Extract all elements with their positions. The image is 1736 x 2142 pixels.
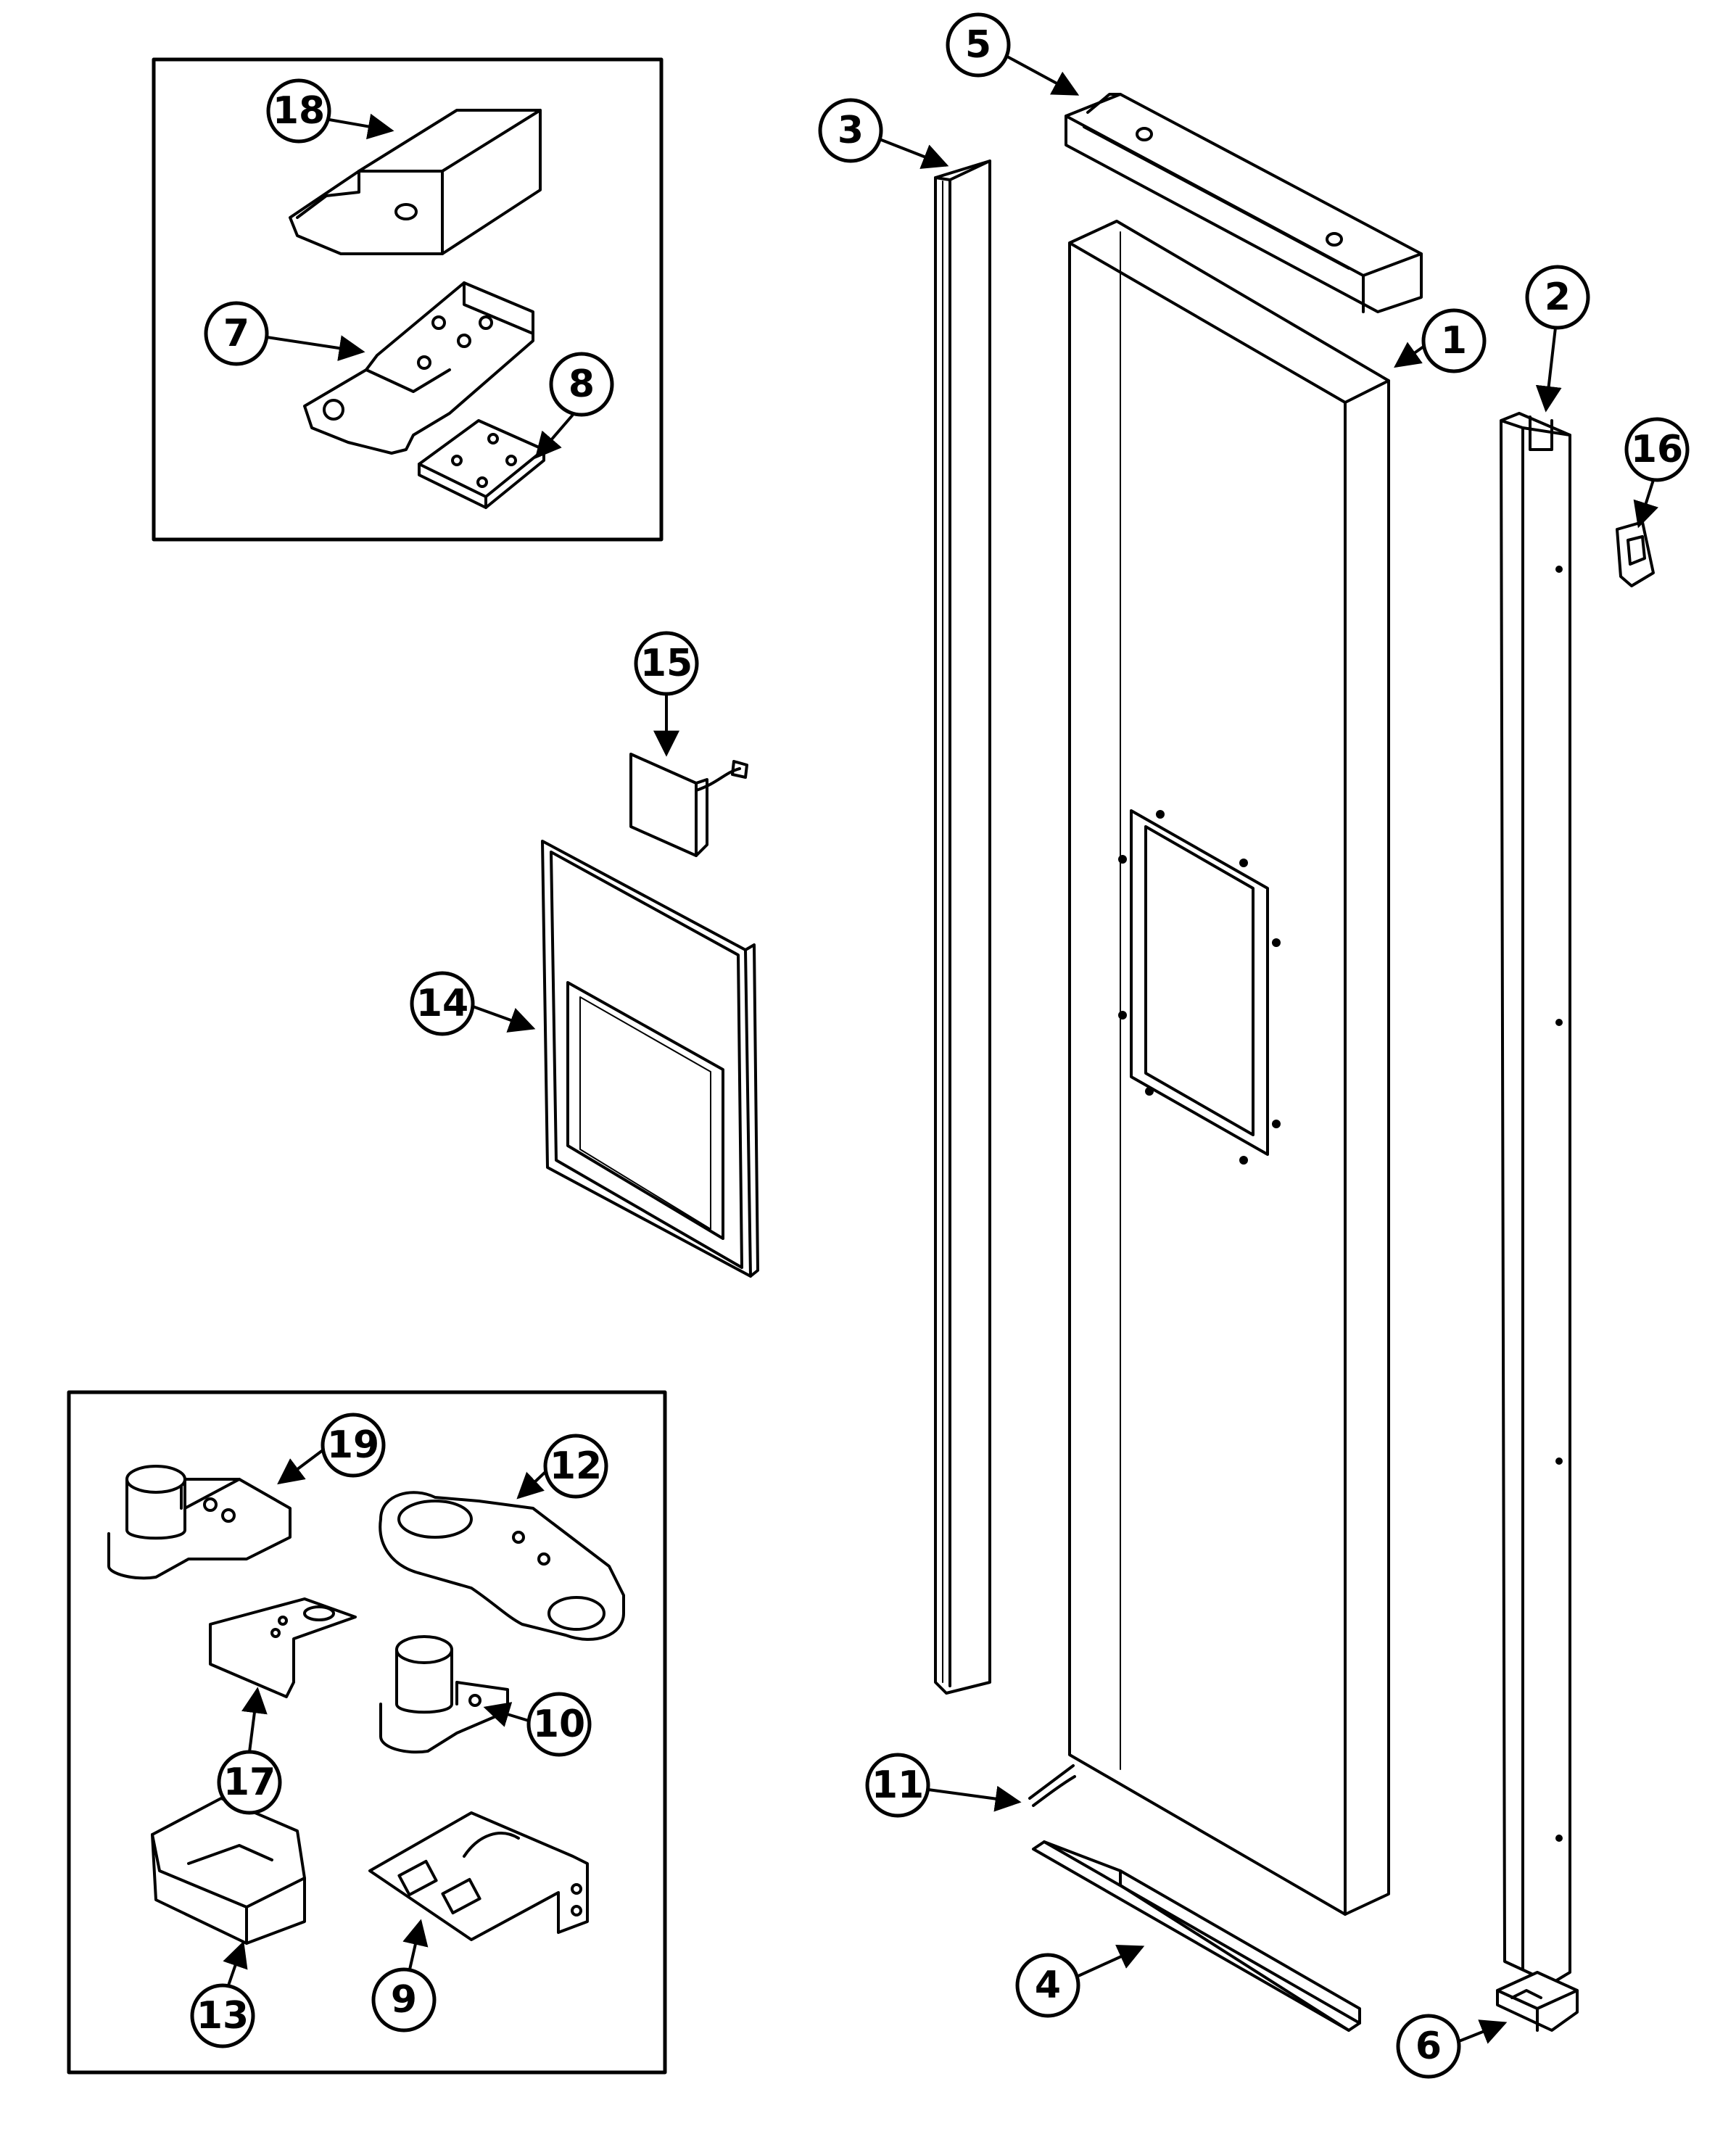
leader-18	[328, 113, 394, 140]
part-7-hinge-plate	[303, 281, 534, 455]
svg-text:4: 4	[1035, 1964, 1061, 2007]
leader-6	[1458, 2019, 1508, 2044]
part-5-top-cap	[1065, 93, 1423, 313]
svg-text:8: 8	[569, 363, 595, 406]
leader-14	[472, 1005, 536, 1033]
callout-10: 10	[526, 1692, 592, 1757]
part-6-bottom-cap	[1496, 1971, 1579, 2032]
callout-8: 8	[549, 352, 614, 417]
callout-9: 9	[371, 1967, 437, 2033]
part-4-bottom-trim	[1032, 1840, 1361, 2032]
svg-text:10: 10	[533, 1703, 585, 1746]
leader-12	[516, 1471, 547, 1500]
svg-text:19: 19	[327, 1423, 379, 1467]
callout-13: 13	[190, 1983, 255, 2048]
leader-2	[1535, 327, 1562, 413]
leader-17	[241, 1687, 268, 1753]
svg-text:16: 16	[1631, 428, 1683, 471]
callout-6: 6	[1396, 2014, 1461, 2079]
leader-7	[266, 335, 365, 361]
callout-layer: 1 2 3 4 5 6 7 8 9 10 11 12 13 14 15 16 1…	[190, 12, 1690, 2079]
part-9-hinge-plate	[368, 1811, 589, 1941]
callout-1: 1	[1421, 308, 1487, 373]
callout-2: 2	[1525, 265, 1590, 330]
svg-text:11: 11	[872, 1763, 924, 1807]
leader-1	[1394, 342, 1425, 368]
part-8-shim	[418, 419, 545, 509]
callout-14: 14	[410, 971, 475, 1036]
callout-3: 3	[818, 98, 883, 163]
svg-text:3: 3	[838, 109, 864, 152]
leader-19	[277, 1449, 324, 1485]
part-16-clip	[1616, 521, 1655, 587]
leader-10	[483, 1702, 529, 1727]
svg-text:9: 9	[391, 1978, 417, 2022]
part-10-lower-hinge	[379, 1635, 509, 1754]
svg-text:7: 7	[223, 312, 249, 355]
door-dispenser-cutout	[1118, 809, 1281, 1165]
part-3-left-trim	[934, 160, 991, 1695]
leader-11	[927, 1785, 1022, 1812]
callout-18: 18	[266, 78, 331, 144]
svg-text:2: 2	[1545, 276, 1571, 319]
leader-4	[1078, 1945, 1145, 1977]
svg-text:1: 1	[1441, 319, 1467, 363]
callout-4: 4	[1015, 1953, 1080, 2018]
svg-text:12: 12	[550, 1444, 602, 1488]
leader-5	[1007, 55, 1080, 96]
svg-text:18: 18	[273, 89, 325, 133]
leader-arrows	[223, 55, 1658, 2044]
part-11-bracket	[1028, 1764, 1076, 1807]
svg-text:17: 17	[223, 1761, 276, 1804]
svg-text:15: 15	[640, 642, 693, 685]
leader-13	[223, 1940, 248, 1986]
callout-19: 19	[321, 1413, 386, 1478]
part-12-spacer	[379, 1491, 625, 1641]
inset-box-bottom	[67, 1390, 667, 2075]
svg-text:6: 6	[1415, 2025, 1442, 2068]
part-17-shim-bracket	[209, 1597, 357, 1698]
svg-text:13: 13	[197, 1994, 249, 2038]
callout-12: 12	[543, 1434, 608, 1499]
leader-16	[1633, 479, 1658, 529]
callout-7: 7	[204, 301, 269, 366]
part-19-hinge-pin	[107, 1465, 292, 1580]
callout-17: 17	[217, 1750, 282, 1815]
callout-16: 16	[1624, 417, 1690, 482]
leader-3	[879, 138, 949, 169]
part-18-hinge-cover	[289, 109, 542, 255]
part-13-hinge-cover	[151, 1797, 306, 1945]
part-2-right-trim	[1500, 412, 1571, 1985]
part-14-bezel	[541, 840, 759, 1278]
part-15-switch	[629, 753, 748, 857]
svg-text:5: 5	[965, 23, 991, 67]
callout-5: 5	[946, 12, 1011, 78]
callout-11: 11	[865, 1753, 930, 1818]
leader-8	[534, 413, 574, 459]
leader-9	[402, 1919, 429, 1970]
inset-box-top	[152, 57, 664, 542]
svg-text:14: 14	[416, 982, 468, 1025]
callout-15: 15	[634, 631, 699, 696]
